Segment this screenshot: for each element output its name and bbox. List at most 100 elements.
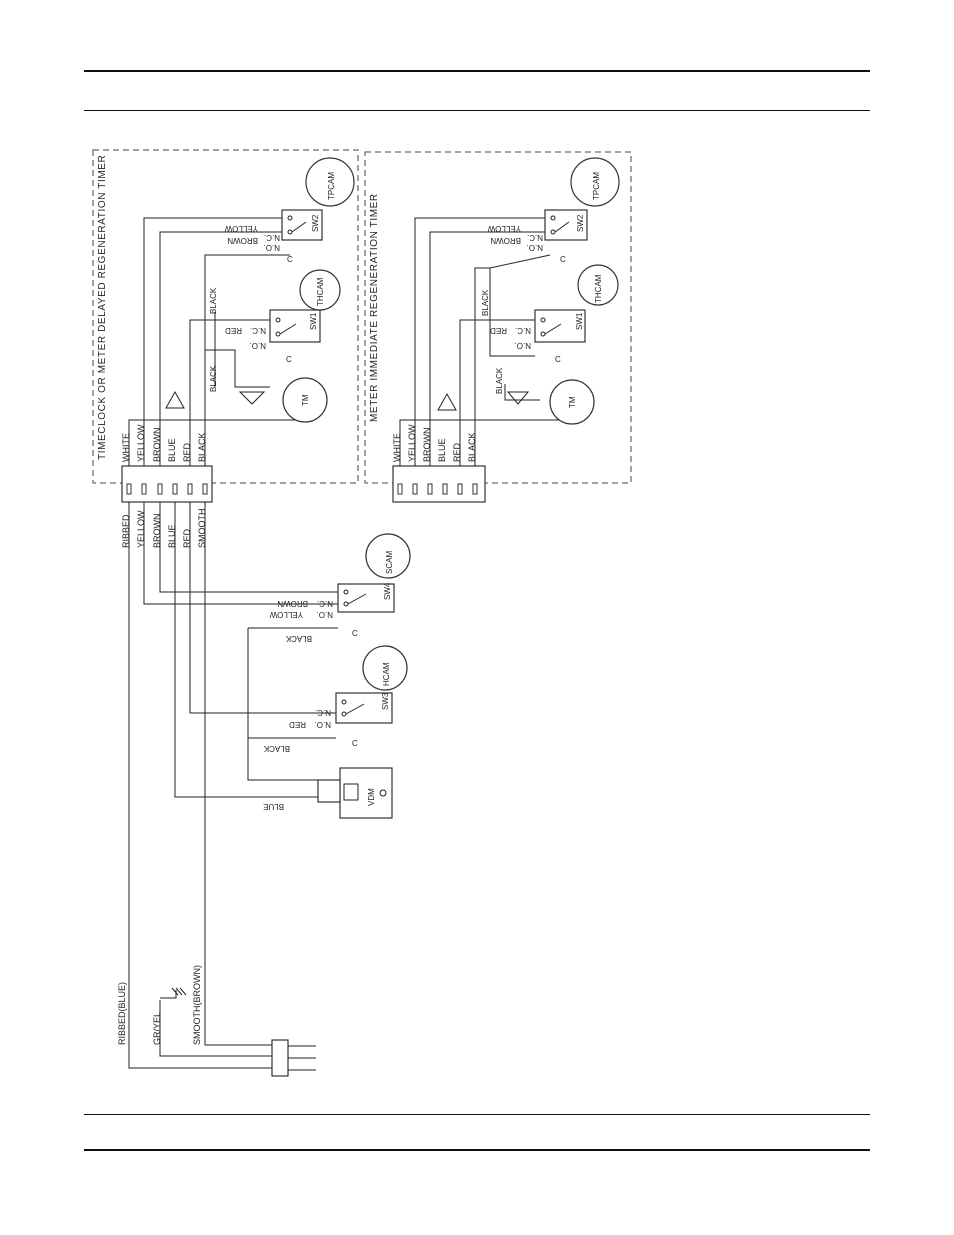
h-wire-yellow [143, 502, 338, 605]
panel-meter-title: METER IMMEDIATE REGENERATION TIMER [369, 193, 380, 422]
sw1-red: RED [225, 326, 242, 335]
h-blue: BLUE [167, 524, 177, 548]
h-wire-blue [174, 502, 318, 798]
thcam-right-label: THCAM [594, 274, 603, 303]
vdm-label: VDM [367, 788, 376, 806]
tm-black-label: BLACK [209, 365, 218, 392]
tm-left-plug-icon [238, 391, 266, 405]
sw2-brown: BROWN [227, 236, 258, 245]
connector-right-pins [397, 483, 478, 495]
h-wire-smooth [204, 502, 280, 1046]
h-brown: BROWN [152, 514, 162, 549]
connector-left-pins [126, 483, 208, 495]
sw1-no: N.O. [250, 341, 266, 350]
r-sw1-red: RED [490, 326, 507, 335]
sw4 [337, 583, 395, 613]
r-sw1-black: BLACK [481, 289, 490, 316]
r-wire-red [459, 319, 535, 466]
plug-body [271, 1039, 289, 1077]
sw2-yellow: YELLOW [224, 224, 258, 233]
sw1-left-label: SW1 [309, 312, 318, 330]
hcam [362, 645, 408, 691]
ground-stub [160, 990, 177, 999]
tpcam-left [305, 157, 355, 207]
sw3-c: C [352, 739, 358, 748]
panel-timeclock: TIMECLOCK OR METER DELAYED REGENERATION … [92, 149, 359, 503]
sw2-nc: N.C. [264, 233, 280, 242]
label-blue: BLUE [167, 438, 177, 462]
sw1-right [534, 309, 586, 343]
label-yellow: YELLOW [136, 424, 146, 462]
plug-prongs-icon [288, 1045, 316, 1071]
r-wire-yellow [414, 217, 545, 466]
sw4-c: C [352, 629, 358, 638]
tm-left [282, 377, 328, 423]
hcam-label: HCAM [382, 662, 391, 686]
r-label-blue: BLUE [437, 438, 447, 462]
wire-black-b [205, 349, 270, 388]
r-sw2-nc: N.C. [527, 233, 543, 242]
h-yellow: YELLOW [136, 510, 146, 548]
r-wire-black-b [489, 268, 535, 357]
panel-timeclock-border [92, 149, 359, 484]
scam [365, 533, 411, 579]
r-label-white: WHITE [392, 433, 402, 462]
cord-smooth-brown: SMOOTH(BROWN) [192, 965, 202, 1045]
footer-rule-top [84, 1114, 870, 1115]
header-rule-bottom [84, 110, 870, 111]
sw2-no: N.O. [264, 243, 280, 252]
label-brown: BROWN [152, 428, 162, 463]
panel-meter-border [364, 151, 632, 484]
h-red: RED [182, 528, 192, 548]
h-ribbed: RIBBED [121, 514, 131, 548]
sw4-black-label: BLACK [285, 634, 312, 643]
header-rule-top [84, 70, 870, 72]
thcam-left [299, 269, 341, 311]
sw4-no: N.O. [317, 610, 333, 619]
tm-left-label: TM [301, 394, 310, 406]
sw3-no: N.O. [315, 720, 331, 729]
r-sw1-c: C [555, 355, 561, 364]
label-black: BLACK [197, 432, 207, 462]
r-wire-brown [429, 231, 545, 466]
r-tm-black: BLACK [495, 367, 504, 394]
right-wire-nut-icon [437, 392, 457, 411]
tm-right [549, 379, 595, 425]
sw2-c: C [287, 255, 293, 264]
sw3-nc: N.C. [315, 708, 331, 717]
r-sw1-no: N.O. [515, 341, 531, 350]
vdm-plug [317, 779, 341, 803]
label-white: WHITE [121, 433, 131, 462]
sw1-right-label: SW1 [575, 312, 584, 330]
sw1-black: BLACK [209, 287, 218, 314]
h-smooth: SMOOTH [197, 509, 207, 549]
connector-right [392, 465, 486, 503]
sw2-left-label: SW2 [311, 214, 320, 232]
h-wire-ribbed [128, 502, 280, 1069]
wire-brown [159, 231, 282, 466]
r-wire-black-c [504, 384, 540, 401]
thcam-right [577, 264, 619, 306]
h-wire-brown [159, 502, 338, 593]
r-label-yellow: YELLOW [407, 424, 417, 462]
sw3-black-label: BLACK [263, 744, 290, 753]
tpcam-right-label: TPCAM [592, 172, 601, 200]
cord-gr-yel-wire [159, 1000, 280, 1057]
scam-label: SCAM [385, 551, 394, 574]
r-wire-white [399, 419, 575, 466]
sw3-label: SW3 [381, 692, 390, 710]
footer-rule-bottom [84, 1149, 870, 1151]
sw4-yellow: YELLOW [269, 610, 303, 619]
connector-left [121, 465, 213, 503]
r-label-red: RED [452, 442, 462, 462]
black-link [247, 628, 318, 781]
sw2-right-label: SW2 [576, 214, 585, 232]
sw3 [335, 692, 393, 724]
sw2-right [544, 209, 588, 241]
r-sw1-nc: N.C. [515, 326, 531, 335]
harness: RIBBED YELLOW BROWN BLUE RED SMOOTH SW4 … [117, 502, 411, 1077]
tpcam-right [570, 157, 620, 207]
r-sw2-no: N.O. [527, 243, 543, 252]
cord-ribbed-blue: RIBBED(BLUE) [117, 982, 127, 1045]
wire-yellow [143, 217, 282, 466]
